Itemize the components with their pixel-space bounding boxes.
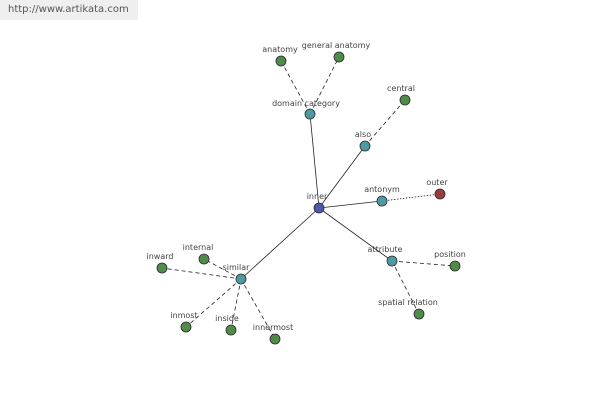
edge-inner-antonym	[318, 200, 383, 209]
relation-label-antonym[interactable]: antonym	[364, 185, 400, 194]
term-node-position[interactable]	[449, 260, 461, 272]
term-label-inside[interactable]: inside	[215, 314, 239, 323]
edge-similar-innermost	[240, 278, 276, 340]
graph-edges	[161, 56, 456, 340]
url-bar: http://www.artikata.com	[0, 0, 138, 20]
term-label-spatial-relation[interactable]: spatial relation	[378, 298, 438, 307]
edge-inner-also	[318, 145, 366, 209]
edge-similar-internal	[203, 258, 242, 280]
edge-antonym-outer	[381, 193, 441, 202]
graph-nodes	[156, 51, 461, 345]
relation-node-attribute[interactable]	[386, 255, 398, 267]
term-node-internal[interactable]	[198, 253, 210, 265]
term-node-inside[interactable]	[225, 324, 237, 336]
edge-similar-inward	[161, 267, 242, 280]
term-label-position[interactable]: position	[434, 250, 466, 259]
term-label-inward[interactable]: inward	[147, 252, 174, 261]
term-node-innermost[interactable]	[269, 333, 281, 345]
term-label-inmost[interactable]: inmost	[170, 311, 197, 320]
edge-attribute-spatial-relation	[391, 260, 420, 315]
relation-label-similar[interactable]: similar	[223, 263, 251, 272]
term-label-central[interactable]: central	[387, 84, 415, 93]
term-label-innermost[interactable]: innermost	[253, 323, 293, 332]
term-label-outer[interactable]: outer	[426, 178, 448, 187]
edge-domain-category-general-anatomy	[309, 56, 340, 115]
relation-label-attribute[interactable]: attribute	[368, 245, 403, 254]
term-node-inmost[interactable]	[180, 321, 192, 333]
site-url[interactable]: http://www.artikata.com	[8, 4, 129, 15]
center-label-inner[interactable]: inner	[307, 192, 328, 201]
center-node-inner[interactable]	[313, 202, 325, 214]
edge-attribute-position	[391, 260, 456, 267]
term-label-general-anatomy[interactable]: general anatomy	[302, 41, 371, 50]
edge-also-central	[364, 99, 406, 147]
edge-domain-category-anatomy	[280, 60, 311, 115]
edge-inner-domain-category	[309, 113, 320, 209]
relation-node-also[interactable]	[359, 140, 371, 152]
term-node-central[interactable]	[399, 94, 411, 106]
edge-similar-inside	[230, 278, 242, 331]
relation-node-antonym[interactable]	[376, 195, 388, 207]
term-node-inward[interactable]	[156, 262, 168, 274]
term-label-internal[interactable]: internal	[183, 243, 214, 252]
relation-label-also[interactable]: also	[355, 130, 371, 139]
graph-labels: domain category anatomy general anatomy als…	[147, 41, 466, 332]
term-node-outer[interactable]	[434, 188, 446, 200]
term-node-anatomy[interactable]	[275, 55, 287, 67]
edge-inner-similar	[240, 207, 320, 280]
relation-node-domain-category[interactable]	[304, 108, 316, 120]
term-label-anatomy[interactable]: anatomy	[262, 45, 298, 54]
edge-similar-inmost	[185, 278, 242, 328]
term-node-spatial-relation[interactable]	[413, 308, 425, 320]
relation-node-similar[interactable]	[235, 273, 247, 285]
edge-inner-attribute	[318, 207, 393, 262]
relation-label-domain-category[interactable]: domain category	[272, 99, 340, 108]
term-node-general-anatomy[interactable]	[333, 51, 345, 63]
